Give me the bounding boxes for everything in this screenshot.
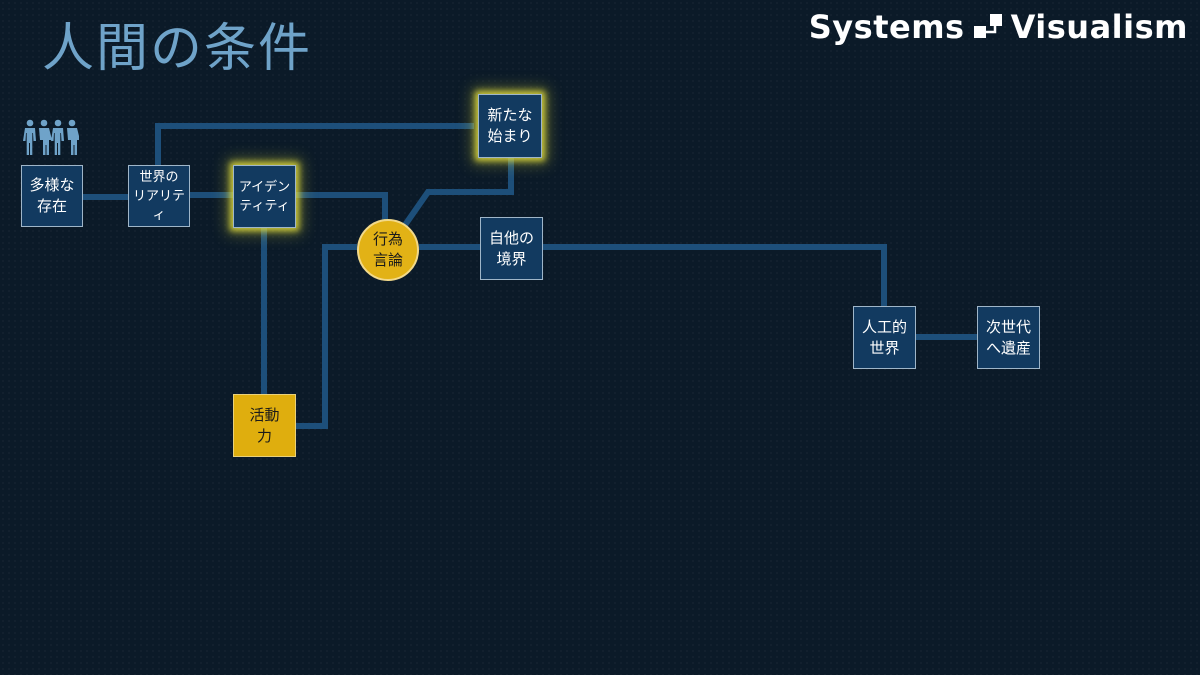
node-new-beginning: 新たな 始まり xyxy=(478,94,542,158)
link-boundary-artificial xyxy=(543,244,887,306)
node-plurality: 多様な 存在 xyxy=(21,165,83,227)
node-energy: 活動 力 xyxy=(233,394,296,457)
page-title: 人間の条件 xyxy=(42,19,313,79)
node-world-reality: 世界の リアリティ xyxy=(128,165,190,227)
node-action-speech: 行為 言論 xyxy=(357,219,419,281)
link-world-newbeginning xyxy=(155,123,474,165)
node-identity: アイデン ティティ xyxy=(233,165,296,228)
brand-left-text: Systems xyxy=(808,8,965,46)
node-legacy: 次世代 へ遺産 xyxy=(977,306,1040,369)
link-energy-action xyxy=(296,244,357,429)
link-identity-action xyxy=(296,192,388,228)
brand-logo: Systems Visualism xyxy=(809,8,1188,46)
systems-visualism-logo-icon xyxy=(973,14,1002,38)
node-self-other-boundary: 自他の 境界 xyxy=(480,217,543,280)
node-artificial-world: 人工的 世界 xyxy=(853,306,916,369)
people-group-icon xyxy=(23,119,79,155)
brand-right-text: Visualism xyxy=(1010,8,1188,46)
link-newbeginning-action xyxy=(402,158,514,227)
